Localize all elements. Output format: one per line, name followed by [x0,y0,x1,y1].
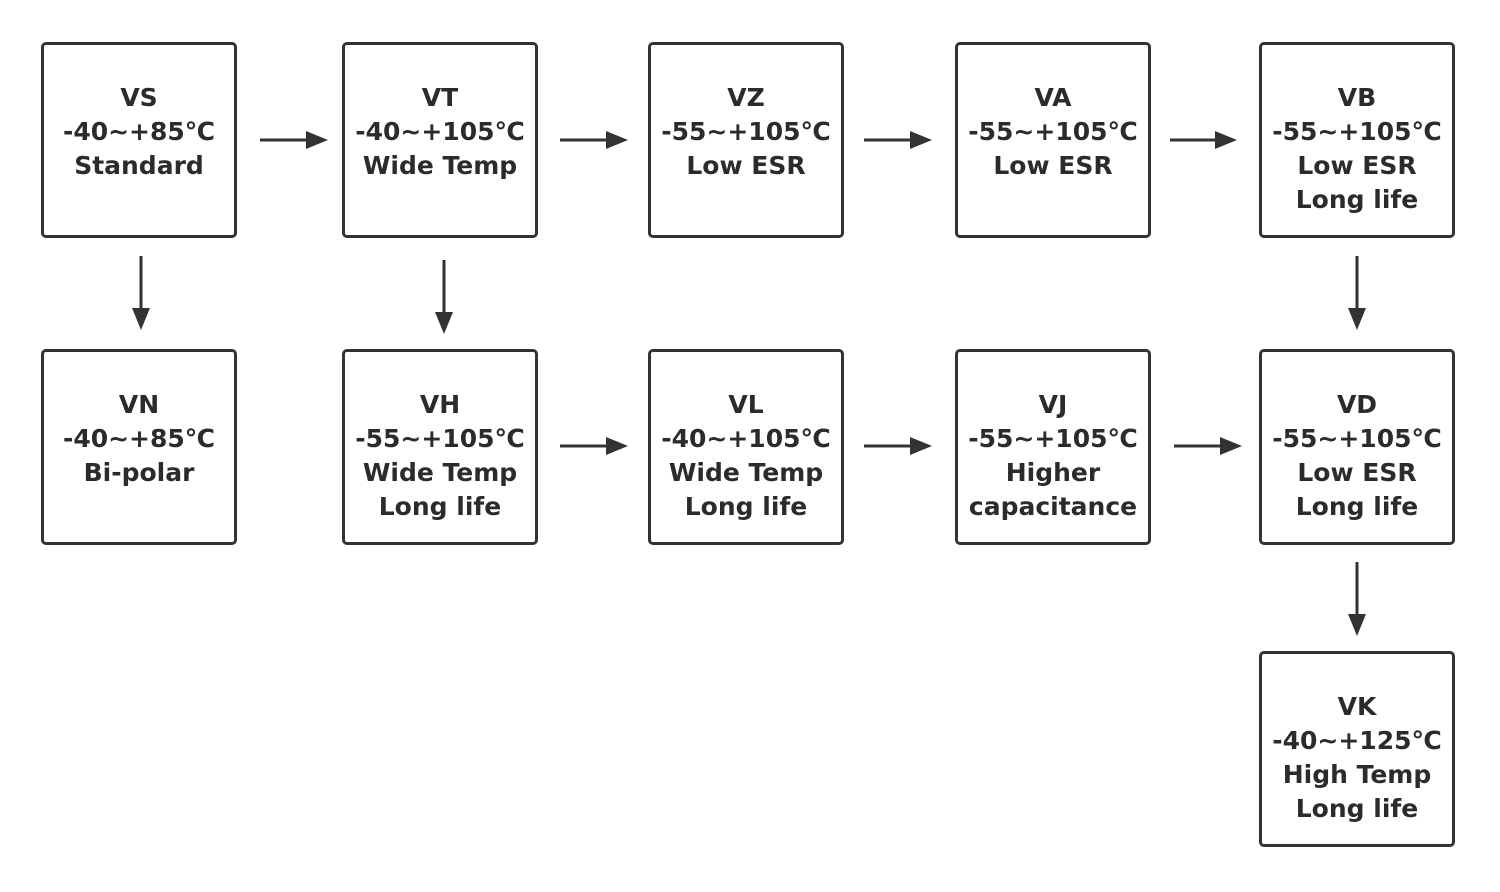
node-vn: VN -40~+85℃ Bi-polar [41,349,237,545]
node-vj-desc: Higher [1005,458,1101,487]
node-vk: VK -40~+125℃ High Temp Long life [1259,651,1455,847]
node-vd-code: VD [1336,390,1378,419]
node-vk-code: VK [1337,692,1377,721]
node-vl: VL -40~+105℃ Wide Temp Long life [648,349,844,545]
node-vt-temp: -40~+105℃ [355,117,525,146]
node-vj-code: VJ [1038,390,1068,419]
edge-vt-vh-arrow [435,260,453,334]
node-vs-desc: Standard [74,151,204,180]
node-vh-code: VH [419,390,461,419]
edge-vs-vt-arrow [260,131,328,149]
node-vt-desc: Wide Temp [362,151,518,180]
node-vn-temp: -40~+85℃ [62,424,216,453]
edge-vd-vk-arrow [1348,562,1366,636]
node-vd: VD -55~+105℃ Low ESR Long life [1259,349,1455,545]
node-va: VA -55~+105℃ Low ESR [955,42,1151,238]
node-vs: VS -40~+85℃ Standard [41,42,237,238]
node-va-temp: -55~+105℃ [968,117,1138,146]
node-vb-desc2: Long life [1295,185,1419,214]
edge-vl-vj-arrow [864,437,932,455]
node-vl-desc: Wide Temp [668,458,824,487]
node-vd-temp: -55~+105℃ [1272,424,1442,453]
node-vz-code: VZ [727,83,765,112]
node-vn-desc: Bi-polar [83,458,195,487]
node-vh-desc2: Long life [378,492,502,521]
edge-vb-vd-arrow [1348,256,1366,330]
node-vj-desc2: capacitance [968,492,1138,521]
node-va-desc: Low ESR [993,151,1113,180]
node-vb: VB -55~+105℃ Low ESR Long life [1259,42,1455,238]
node-vh-temp: -55~+105℃ [355,424,525,453]
node-vn-code: VN [118,390,160,419]
node-va-code: VA [1034,83,1072,112]
node-vl-temp: -40~+105℃ [661,424,831,453]
edge-vh-vl-arrow [560,437,628,455]
node-vl-code: VL [728,390,764,419]
edge-vt-vz-arrow [560,131,628,149]
node-vb-temp: -55~+105℃ [1272,117,1442,146]
node-vt: VT -40~+105℃ Wide Temp [342,42,538,238]
node-vk-temp: -40~+125℃ [1272,726,1442,755]
node-vk-desc: High Temp [1282,760,1432,789]
node-vl-desc2: Long life [684,492,808,521]
node-vs-temp: -40~+85℃ [62,117,216,146]
node-vt-code: VT [421,83,459,112]
node-vd-desc: Low ESR [1297,458,1417,487]
node-vb-desc: Low ESR [1297,151,1417,180]
node-vs-code: VS [120,83,158,112]
node-vz-desc: Low ESR [686,151,806,180]
node-vh: VH -55~+105℃ Wide Temp Long life [342,349,538,545]
edge-vs-vn-arrow [132,256,150,330]
node-vd-desc2: Long life [1295,492,1419,521]
node-vz: VZ -55~+105℃ Low ESR [648,42,844,238]
node-vh-desc: Wide Temp [362,458,518,487]
node-vj: VJ -55~+105℃ Higher capacitance [955,349,1151,545]
edge-vj-vd-arrow [1174,437,1242,455]
edge-va-vb-arrow [1170,131,1237,149]
node-vz-temp: -55~+105℃ [661,117,831,146]
node-vj-temp: -55~+105℃ [968,424,1138,453]
edge-vz-va-arrow [864,131,932,149]
node-vb-code: VB [1337,83,1377,112]
node-vk-desc2: Long life [1295,794,1419,823]
